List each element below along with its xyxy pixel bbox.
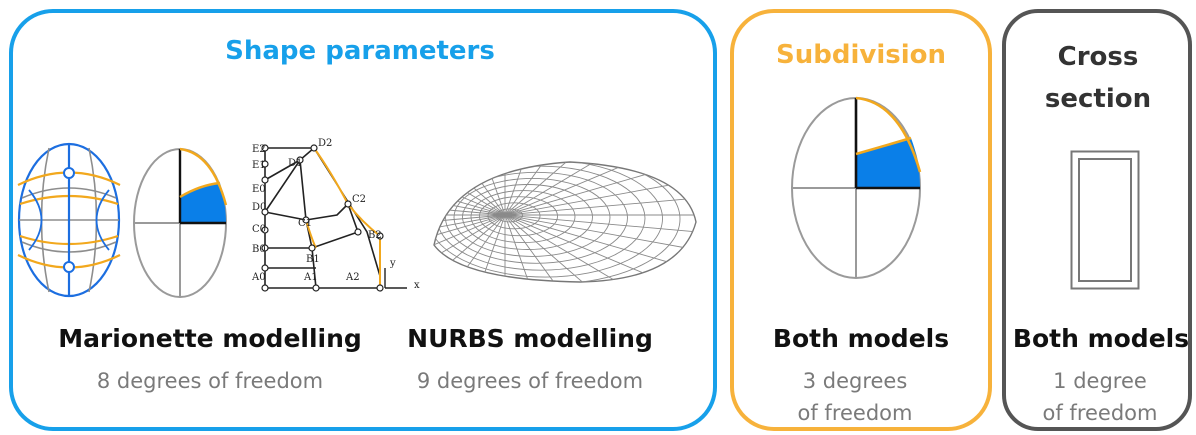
rectangle-section-icon <box>1070 150 1140 290</box>
pt-label: A0 <box>251 272 266 283</box>
pt-label: B2 <box>368 230 382 241</box>
pt-label: C0 <box>252 224 266 235</box>
pt-label: D1 <box>288 158 302 169</box>
nurbs-dome-icon <box>433 161 697 283</box>
dome-grid-spoke <box>434 214 506 244</box>
dome-grid-spoke <box>434 214 506 282</box>
dome-grid-spoke <box>504 162 696 216</box>
dome-grid-spoke <box>504 162 696 216</box>
dome-grid-spoke <box>504 162 696 216</box>
pt-label: D0 <box>252 202 266 213</box>
quarter-ellipse-large-icon <box>791 96 922 279</box>
dome-grid-spoke <box>504 214 666 282</box>
dome-grid-ring <box>434 162 681 282</box>
dome-grid-spoke <box>504 162 666 216</box>
dome-grid-spoke <box>504 214 615 282</box>
pt-label: E2 <box>252 144 266 155</box>
dome-grid-spoke <box>434 162 506 216</box>
dome-grid-spoke <box>504 162 561 216</box>
subdivision-title: Subdivision <box>776 40 946 70</box>
ellipse-grid-icon <box>17 142 121 298</box>
cross-section-heading: Both models <box>1012 324 1190 353</box>
pt-label: E0 <box>252 184 266 195</box>
dome-grid-ring <box>434 162 663 278</box>
subdivision-panel <box>730 9 992 431</box>
dome-grid-spoke <box>434 214 506 282</box>
pt-label: C2 <box>352 194 366 205</box>
nurbs-heading: NURBS modelling <box>407 324 653 353</box>
dome-grid-spoke <box>504 186 696 216</box>
dome-grid-spoke <box>434 162 506 216</box>
marionette-dof: 8 degrees of freedom <box>96 369 324 393</box>
pt-label: B0 <box>252 244 266 255</box>
cross-section-title: Cross section <box>1044 42 1152 114</box>
nurbs-dof: 9 degrees of freedom <box>416 369 644 393</box>
marionette-mesh-icon: E2 D2 E1 D1 E0 C2 D0 C1 C0 B2 B1 B0 A1 A… <box>251 138 420 292</box>
pt-label: C1 <box>298 218 312 229</box>
dome-grid-spoke <box>434 162 506 216</box>
dome-grid-spoke <box>434 214 506 271</box>
pt-label: A2 <box>345 272 360 283</box>
dome-grid-spoke <box>434 214 506 282</box>
shape-parameters-panel <box>9 9 717 431</box>
dome-grid-spoke <box>504 214 696 282</box>
dome-grid-spoke <box>434 162 506 216</box>
cross-section-panel <box>1002 9 1192 431</box>
dome-grid-spoke <box>434 162 506 216</box>
dome-grid-spoke <box>504 214 561 282</box>
dome-grid-spoke <box>504 214 696 271</box>
quarter-ellipse-icon <box>133 147 228 298</box>
pt-label: D2 <box>318 138 332 149</box>
dome-grid-spoke <box>504 214 696 282</box>
dome-grid-spoke <box>434 214 506 282</box>
dome-grid-spoke <box>434 214 506 282</box>
pt-label: E1 <box>252 160 266 171</box>
shape-parameters-title: Shape parameters <box>225 36 495 66</box>
dome-grid-spoke <box>504 162 615 216</box>
axis-label-y: y <box>389 258 396 269</box>
marionette-heading: Marionette modelling <box>58 324 362 353</box>
dome-grid-spoke <box>449 162 506 216</box>
subdivision-dof: 3 degrees of freedom <box>797 369 913 425</box>
dome-grid-spoke <box>449 214 506 282</box>
pt-label: B1 <box>306 254 320 265</box>
subdivision-heading: Both models <box>772 324 950 353</box>
cross-section-dof: 1 degree of freedom <box>1042 369 1158 425</box>
dome-grid-spoke <box>434 186 506 216</box>
pt-label: A1 <box>303 272 318 283</box>
dome-grid-spoke <box>504 214 696 244</box>
axis-label-x: x <box>414 280 420 291</box>
dome-grid-spoke <box>504 214 696 282</box>
dome-grid-spoke <box>434 162 506 216</box>
